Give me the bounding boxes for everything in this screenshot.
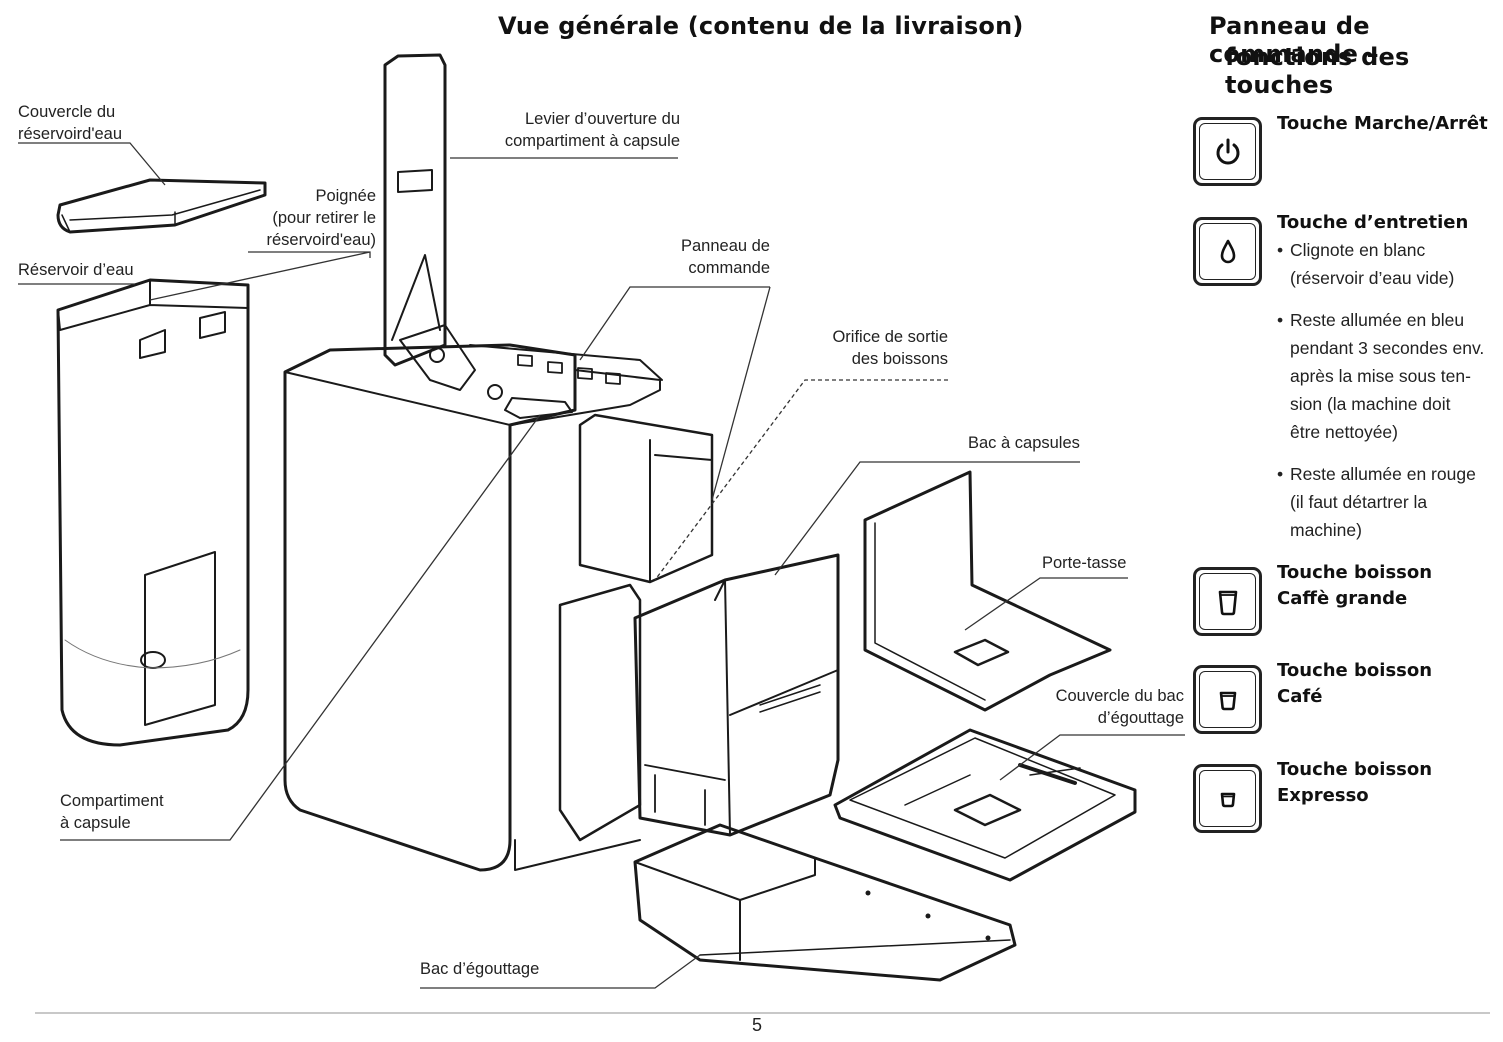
label-drip-tray: Bac d’égouttage — [420, 960, 540, 978]
drip-tray-drawing — [633, 823, 1017, 982]
footer-divider — [35, 1012, 1490, 1014]
coffee-machine-illustration — [18, 53, 1185, 989]
espresso-button-illustration — [1193, 764, 1262, 833]
machine-body-drawing — [283, 343, 577, 872]
panel-title-line1: Panneau de commande – — [1209, 12, 1379, 68]
panel-title-line2: fonctions des touches — [1225, 43, 1410, 99]
power-key-title: Touche Marche/Arrêt — [1277, 113, 1488, 134]
label-capsule-bin: Bac à capsules — [968, 434, 1080, 452]
label-cup-holder: Porte-tasse — [1042, 554, 1127, 572]
page-number: 5 — [752, 1015, 763, 1035]
caffe-grande-button-illustration — [1193, 567, 1262, 636]
power-button-illustration — [1193, 117, 1262, 186]
overview-title: Vue générale (contenu de la livraison) — [498, 12, 1024, 40]
water-drop-icon — [1220, 239, 1235, 263]
maintenance-bullet-1: • Clignote en blanc(réservoir d’eau vide… — [1277, 240, 1455, 288]
power-icon — [1216, 138, 1239, 164]
cafe-button-illustration — [1193, 665, 1262, 734]
lever-drawing — [383, 53, 447, 367]
small-cup-icon — [1220, 792, 1235, 807]
maintenance-bullet-3: • Reste allumée en rouge(il faut détartr… — [1277, 464, 1476, 540]
drip-tray-cover-drawing — [833, 728, 1137, 882]
cup-holder-drawing — [863, 470, 1112, 712]
maintenance-key-title: Touche d’entretien — [1277, 212, 1469, 233]
label-water-reservoir: Réservoir d’eau — [18, 261, 134, 279]
medium-cup-icon — [1219, 691, 1236, 710]
maintenance-button-illustration — [1193, 217, 1262, 286]
capsule-bin-drawing — [633, 553, 840, 837]
water-tank-lid-drawing — [56, 178, 267, 234]
large-cup-icon — [1218, 590, 1237, 615]
water-reservoir-drawing — [56, 278, 250, 747]
